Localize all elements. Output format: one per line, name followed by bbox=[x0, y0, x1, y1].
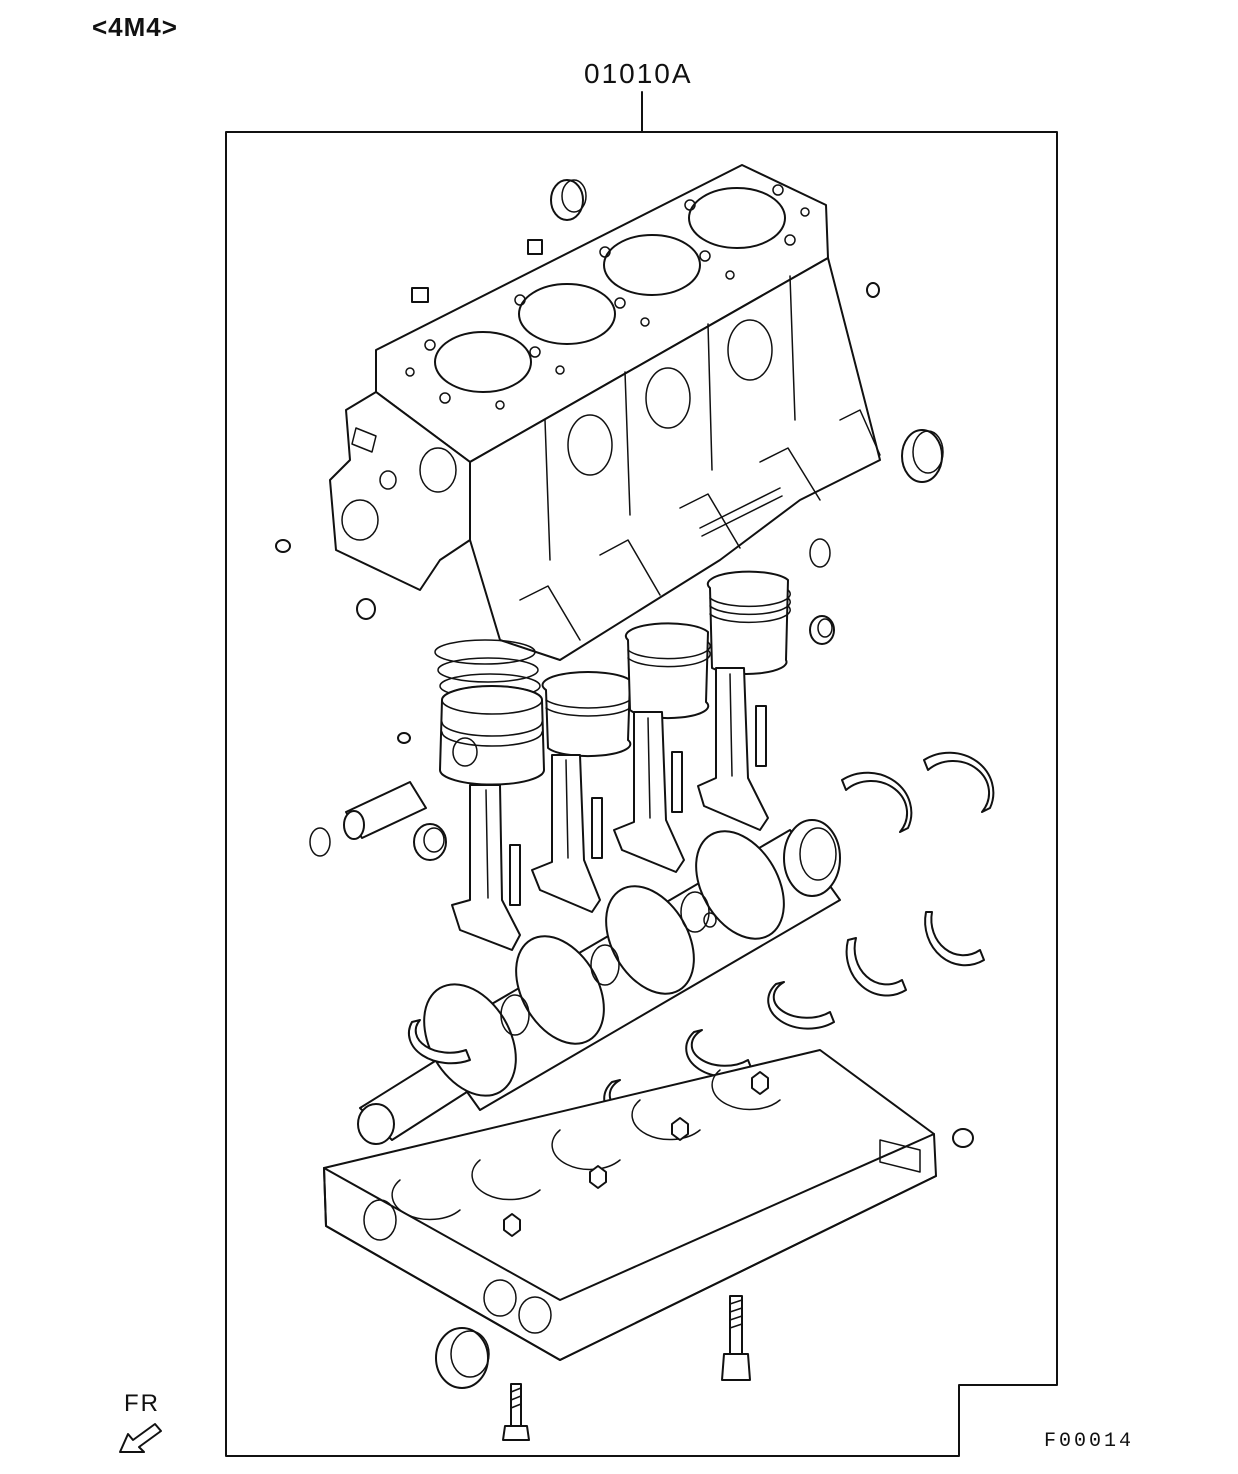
conrod-bolt bbox=[509, 705, 767, 906]
thrust-bearing-upper bbox=[841, 751, 995, 833]
front-arrow-icon bbox=[119, 1423, 162, 1453]
oil-seal-bottom bbox=[435, 1327, 490, 1389]
cylinder-block bbox=[329, 164, 881, 661]
part-number-callout: 01010A bbox=[584, 58, 693, 89]
connecting-rod-3 bbox=[613, 711, 685, 873]
plug-upper bbox=[411, 239, 543, 303]
dowel-pin bbox=[866, 282, 880, 298]
bearing-cap-ladder bbox=[323, 1049, 937, 1361]
cylinder-bore-1 bbox=[434, 331, 532, 393]
oil-seal-rear bbox=[550, 179, 587, 221]
bottom-bolt bbox=[502, 1383, 530, 1441]
cylinder-bore-3 bbox=[603, 234, 701, 296]
snap-ring bbox=[309, 538, 831, 857]
cylinder-bore-2 bbox=[518, 283, 616, 345]
callout-frame bbox=[225, 91, 1058, 1457]
connecting-rod-1 bbox=[451, 784, 521, 951]
cylinder-bore-4 bbox=[688, 187, 786, 249]
crankshaft bbox=[357, 819, 841, 1145]
front-direction-label: FR bbox=[124, 1390, 160, 1417]
small-plugs-left bbox=[275, 539, 411, 744]
piston-3 bbox=[624, 622, 711, 720]
connecting-rod-4 bbox=[697, 667, 769, 831]
plug-right bbox=[952, 1128, 974, 1148]
connecting-rod-2 bbox=[531, 754, 601, 913]
piston-pin bbox=[343, 781, 447, 861]
bed-plate-bolt bbox=[721, 1295, 751, 1381]
thrust-bearing-lower bbox=[845, 911, 985, 997]
piston-4 bbox=[706, 570, 791, 675]
engine-code-label: <4M4> bbox=[92, 12, 178, 42]
piston-pin-bushing bbox=[809, 615, 835, 645]
piston-1 bbox=[439, 685, 545, 786]
figure-code: F00014 bbox=[1044, 1430, 1135, 1453]
piston-2 bbox=[541, 671, 635, 758]
oil-seal-front bbox=[901, 429, 944, 483]
